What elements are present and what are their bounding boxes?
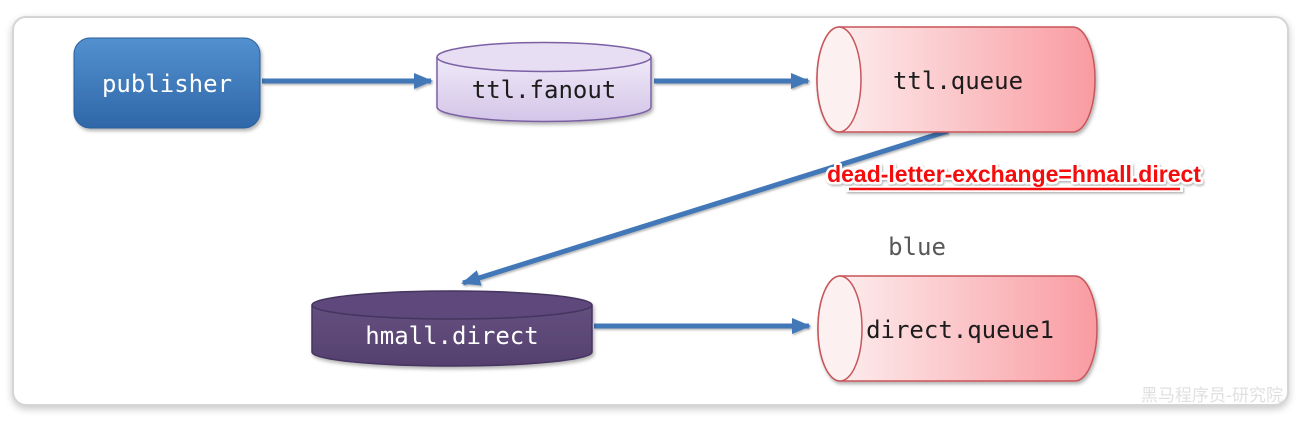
node-hmall-direct: hmall.direct (311, 290, 593, 367)
edges (262, 73, 949, 334)
annotation-dead-letter: dead-letter-exchange=hmall.direct (825, 159, 1204, 192)
hmall-direct-body (311, 305, 593, 367)
ttl-fanout-label: ttl.fanout (472, 76, 617, 104)
hmall-direct-label: hmall.direct (365, 322, 538, 350)
node-ttl-fanout: ttl.fanout (436, 41, 652, 123)
watermark: 黑马程序员-研究院 (1141, 386, 1283, 406)
node-ttl-queue: ttl.queue (816, 26, 1096, 133)
publisher-box (73, 37, 261, 129)
ttl-queue-label: ttl.queue (893, 67, 1023, 95)
publisher-label: publisher (102, 70, 232, 98)
label-blue: blue (888, 233, 946, 261)
dead-letter-text: dead-letter-exchange=hmall.direct (827, 161, 1201, 187)
node-direct-queue1: direct.queue1 (817, 275, 1098, 382)
ttl-queue-cap (816, 26, 862, 133)
ttl-fanout-body (436, 57, 652, 123)
node-publisher: publisher (73, 37, 261, 129)
ttl-fanout-top (436, 41, 652, 73)
direct-queue1-cap (817, 275, 863, 382)
edge-ttl-queue-to-hmall-direct (461, 128, 949, 286)
hmall-direct-top (311, 290, 593, 320)
direct-queue1-label: direct.queue1 (866, 316, 1054, 344)
